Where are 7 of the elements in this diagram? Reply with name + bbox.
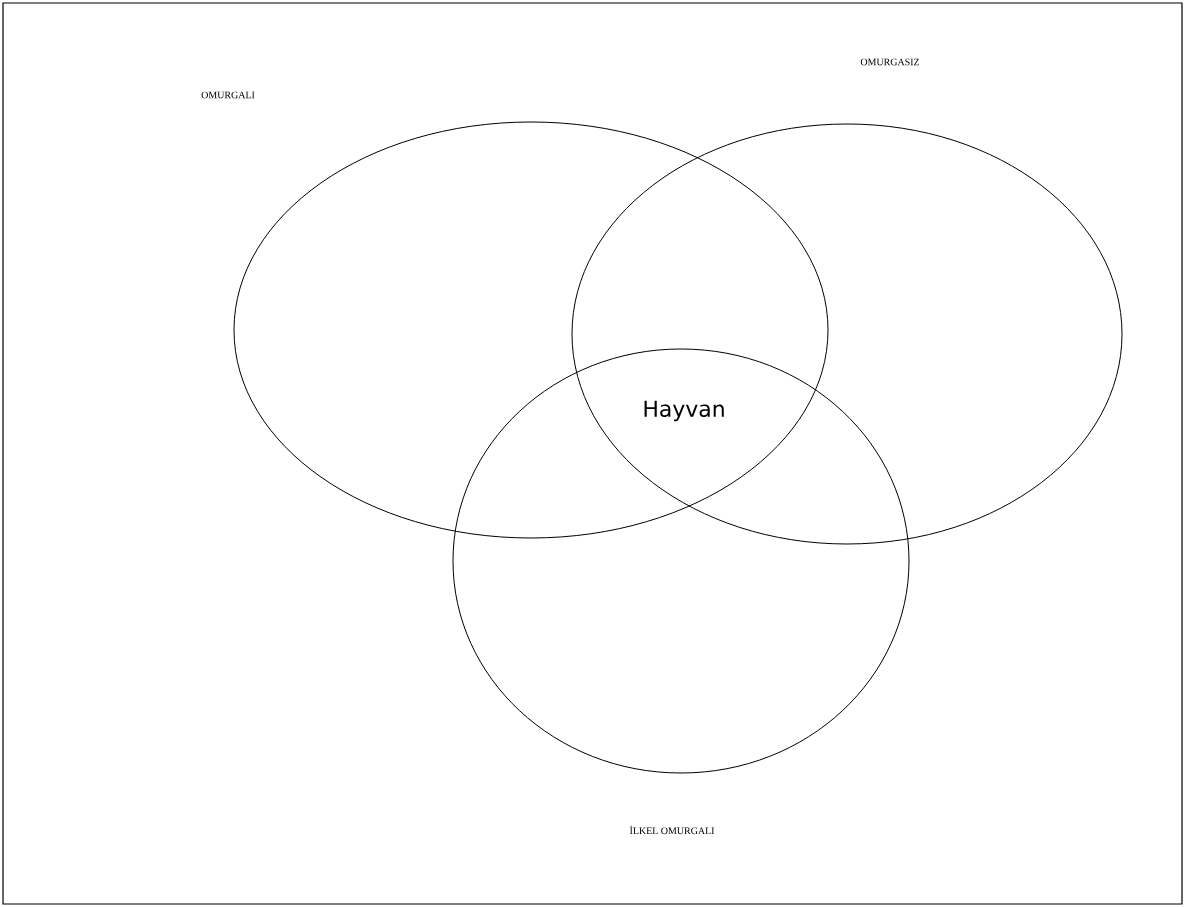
ellipse (571, 123, 1123, 545)
ellipse (233, 121, 829, 539)
center-label: Hayvan (644, 400, 724, 422)
ellipse (452, 348, 910, 774)
set-label: OMURGALI (201, 91, 255, 99)
set-label: İLKEL OMURGALI (629, 825, 715, 835)
set-label: OMURGASIZ (860, 58, 920, 66)
